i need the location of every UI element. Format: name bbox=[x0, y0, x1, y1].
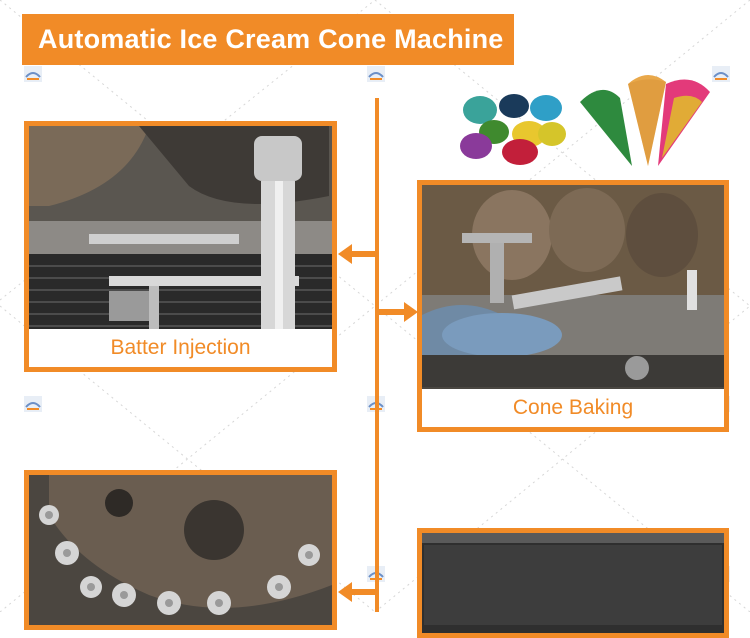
step-caption: Cone Baking bbox=[422, 389, 724, 427]
machine-panel-photo bbox=[422, 533, 724, 633]
step-cone-output-card bbox=[417, 528, 729, 638]
watermark-logo-icon bbox=[367, 66, 385, 82]
arrow-right-icon bbox=[378, 302, 418, 322]
arrow-left-icon bbox=[338, 244, 378, 264]
watermark-logo-icon bbox=[24, 66, 42, 82]
watermark-logo-icon bbox=[712, 66, 730, 82]
arrow-left-icon bbox=[338, 582, 378, 602]
step-cone-rolling-card bbox=[24, 470, 337, 630]
batter-injection-photo bbox=[29, 126, 332, 367]
step-caption: Batter Injection bbox=[29, 329, 332, 367]
page-title: Automatic Ice Cream Cone Machine bbox=[22, 14, 514, 65]
ice-cream-cones-image bbox=[460, 74, 710, 166]
cone-mould-photo bbox=[29, 475, 332, 625]
watermark-logo-icon bbox=[24, 396, 42, 412]
process-timeline bbox=[375, 98, 379, 612]
cone-baking-photo bbox=[422, 185, 724, 427]
step-cone-baking-card: Cone Baking bbox=[417, 180, 729, 432]
step-batter-injection-card: Batter Injection bbox=[24, 121, 337, 372]
